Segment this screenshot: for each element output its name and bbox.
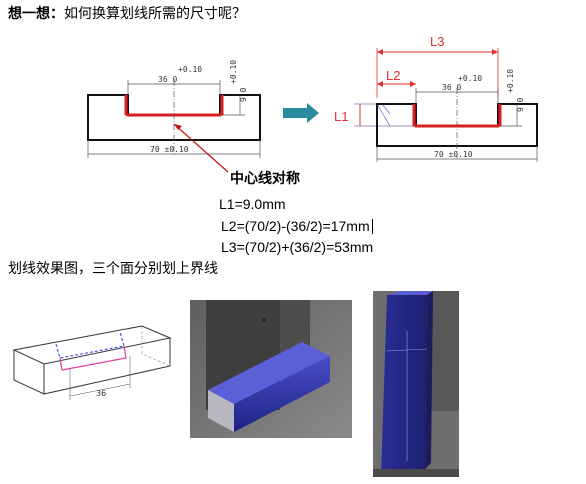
arrow-right-icon <box>283 103 319 123</box>
iso-hidden-edge <box>141 326 171 367</box>
photo2-scribe-line-2 <box>386 348 428 352</box>
right-blue-marks <box>376 103 391 127</box>
left-drawing: 36 0 +0.10 9 0 +0.10 70 ±0.10 <box>87 60 261 158</box>
callout-line <box>173 123 229 173</box>
photo2-block-face <box>381 295 427 475</box>
subheading: 划线效果图，三个面分别划上界线 <box>8 261 218 277</box>
photo-block-lying <box>190 300 352 438</box>
arrow-right-shape <box>283 103 319 123</box>
calc-L2-row: L2=(70/2)-(36/2)=17mm <box>221 218 373 234</box>
iso-pink-marks <box>59 345 127 371</box>
right-dim-70: 70 ±0.10 <box>434 150 473 159</box>
photo2-block-top <box>387 291 433 295</box>
photo-block-standing <box>373 291 459 477</box>
left-dim-9: 9 0 <box>239 87 248 102</box>
photo1-block-end <box>208 390 234 432</box>
photo2-fixture <box>429 291 459 411</box>
photo2-base <box>373 469 459 477</box>
right-L3-label: L3 <box>430 34 444 49</box>
page-heading: 想一想：如何换算划线所需的尺寸呢？ <box>8 3 246 23</box>
iso-front-face <box>43 338 171 395</box>
isometric-sketch: 36 <box>12 325 172 400</box>
iso-dim-line <box>69 383 131 397</box>
callout-arrow <box>173 123 229 173</box>
photo1-hole <box>262 318 266 322</box>
calc-L1: L1=9.0mm <box>219 196 286 212</box>
iso-end-face <box>13 350 45 395</box>
right-L1-label: L1 <box>334 109 348 124</box>
right-L2-label: L2 <box>386 68 400 83</box>
heading-bold: 想一想： <box>8 6 64 22</box>
photo1-block-top <box>208 342 330 404</box>
right-tol-9: +0.10 <box>506 69 515 93</box>
callout-label: 中心线对称 <box>230 171 300 187</box>
iso-top-face <box>12 325 172 365</box>
left-dim-70: 70 ±0.10 <box>150 145 189 154</box>
right-tol-36: +0.10 <box>458 74 482 83</box>
calc-L2: L2=(70/2)-(36/2)=17mm <box>221 218 370 234</box>
right-dim-9: 9 0 <box>516 97 525 112</box>
iso-dim-36: 36 <box>96 389 106 398</box>
right-dim-36: 36 0 <box>442 83 461 92</box>
text-caret <box>371 219 373 234</box>
left-tol-36: +0.10 <box>178 65 202 74</box>
photo2-block-side <box>425 291 433 469</box>
left-tol-9: +0.10 <box>229 60 238 84</box>
callout-arrowhead <box>174 124 182 130</box>
calc-L3: L3=(70/2)+(36/2)=53mm <box>221 239 374 255</box>
left-dim-36: 36 0 <box>158 75 177 84</box>
heading-rest: 如何换算划线所需的尺寸呢？ <box>64 6 246 22</box>
right-drawing: L3 L2 L1 36 0 +0.10 9 0 +0.10 70 ±0.10 <box>334 34 538 162</box>
photo1-block-front <box>234 356 330 432</box>
iso-blue-marks <box>55 331 125 359</box>
